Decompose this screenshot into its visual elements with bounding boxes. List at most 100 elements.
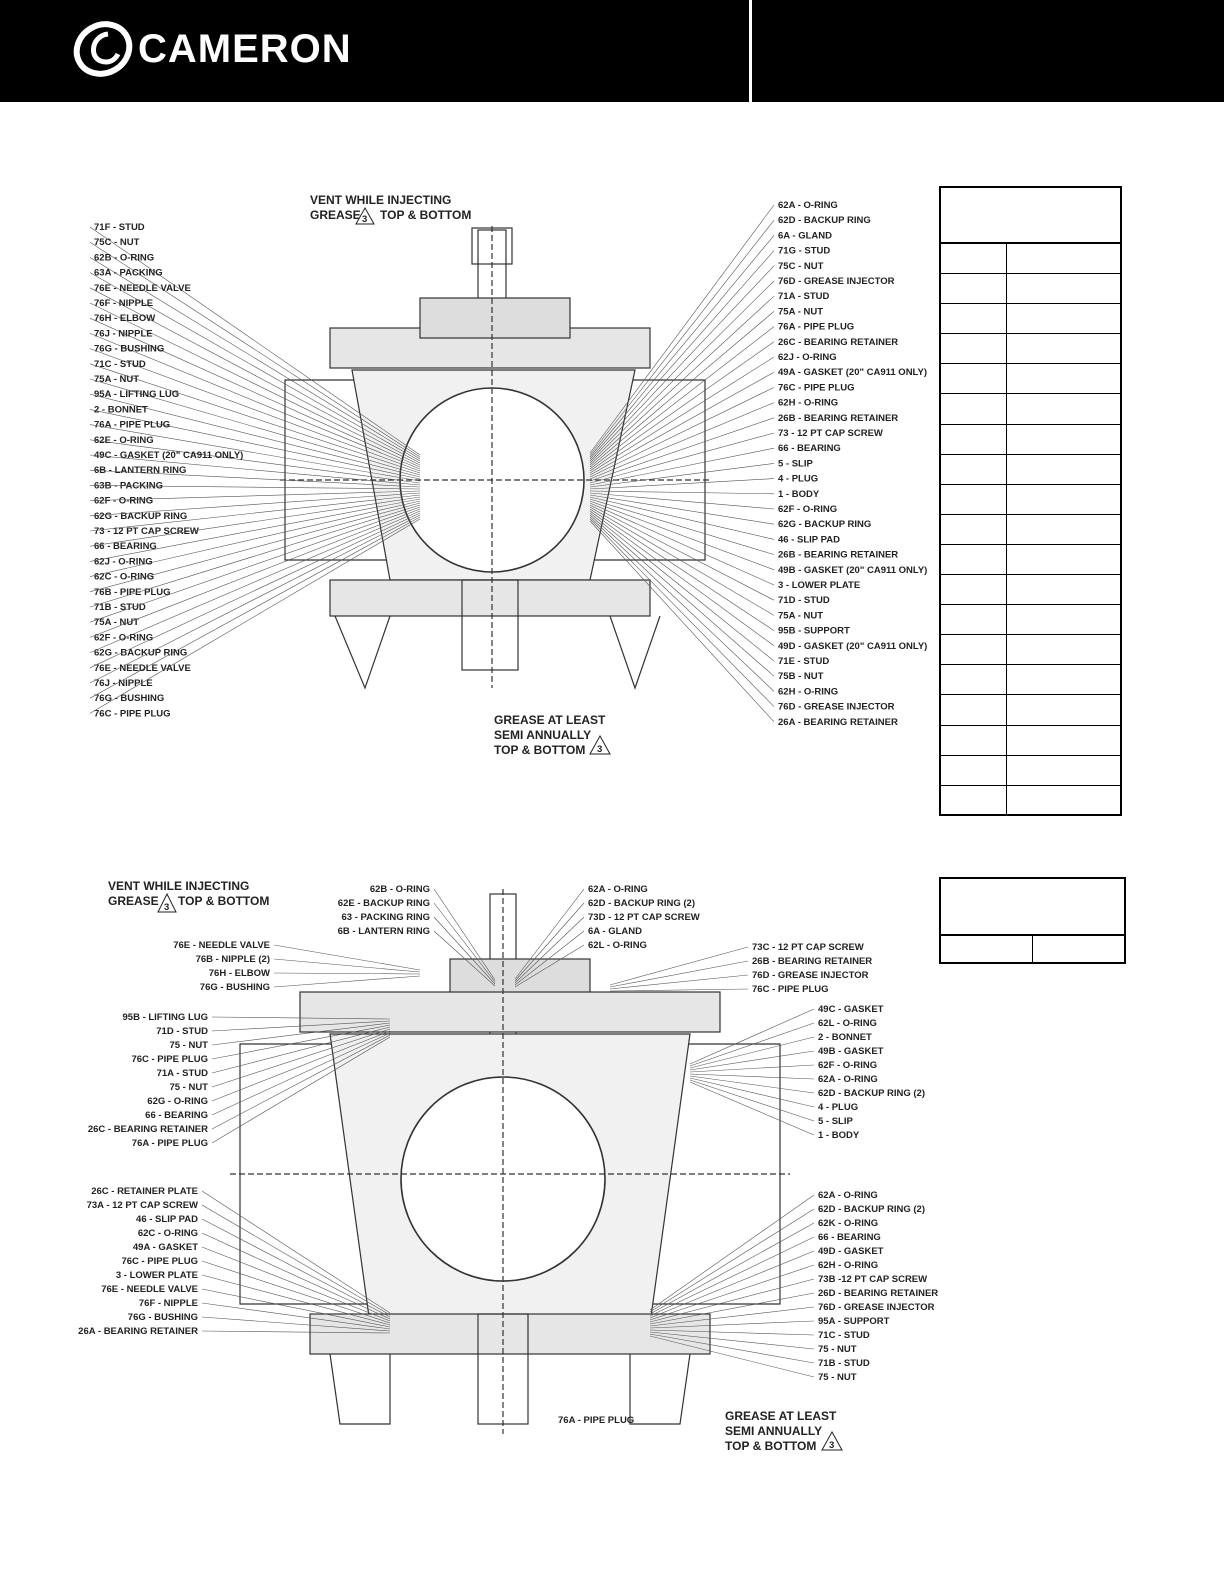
diagram2-right-low-label: 75 - NUT [818,1344,857,1355]
diagram1-left-label-leader [89,504,421,608]
diagram2-upper-left-label: 76E - NEEDLE VALVE [173,940,270,951]
diagram2-left-low-label: 76E - NEEDLE VALVE [101,1284,198,1295]
diagram2-left-low-label-leader [201,1218,391,1318]
diagram1-right-label: 76C - PIPE PLUG [778,382,855,393]
diagram1-right-label-leader [589,478,775,490]
diagram2-right-low-label-leader [649,1222,815,1315]
diagram1-left-label-leader [89,439,421,484]
diagram2-right-low-label: 49D - GASKET [818,1246,884,1257]
parts-table-1-row [941,605,1120,636]
diagram1-note-top-line3: TOP & BOTTOM [380,208,471,222]
diagram2-left-mid-label: 95B - LIFTING LUG [123,1012,209,1023]
diagram2-right-mid-label-leader [689,1079,815,1122]
diagram1-right-label: 62J - O-RING [778,352,837,363]
diagram1-left-label: 71B - STUD [94,602,146,613]
parts-table-1-row [941,544,1120,576]
diagram1-left-label-leader [89,514,421,684]
diagram2-upper-left-label-leader [273,944,421,971]
diagram1-right-label: 75A - NUT [778,610,823,621]
diagram1-left-label: 76G - BUSHING [94,344,164,355]
diagram1-left-label-leader [89,510,421,653]
diagram1-left-label-leader [89,496,421,547]
diagram1-right-label: 4 - PLUG [778,474,818,485]
diagram2-left-mid-label: 76C - PIPE PLUG [131,1054,208,1065]
diagram2-top-right-label-leader [514,930,585,986]
diagram1-left-label: 62C - O-RING [94,572,154,583]
diagram1-left-label: 76A - PIPE PLUG [94,420,170,431]
diagram2-right-mid-label-leader [689,1077,815,1108]
parts-table-1-row [941,635,1120,666]
diagram2-top-left-label-leader [433,930,496,987]
diagram2-note-bottom-line3: TOP & BOTTOM [725,1439,816,1453]
diagram2-left-mid-label: 71D - STUD [156,1026,208,1037]
diagram1-right-label-leader [589,280,775,464]
diagram1-left-label-leader [89,512,421,669]
diagram1-left-label-leader [89,287,421,464]
diagram2-top-left-label: 62E - BACKUP RING [338,898,430,909]
diagram2-right-mid-label: 62F - O-RING [818,1060,877,1071]
diagram1-right-label: 76A - PIPE PLUG [778,322,854,333]
diagram1-right-label: 71E - STUD [778,656,829,667]
parts-table-2-header [941,879,1124,936]
diagram2-right-mid-label: 2 - BONNET [818,1032,872,1043]
parts-table-1-row [941,454,1120,485]
diagram1-left-label-leader [89,257,421,460]
diagram1-left-label: 62B - O-RING [94,252,154,263]
diagram1-right-label: 66 - BEARING [778,443,841,454]
parts-table-1-row [941,665,1120,696]
diagram1-left-label-leader [89,490,421,501]
diagram1-right-label-leader [589,326,775,470]
diagram2-right-mid-label-leader [689,1050,815,1071]
diagram2-right-mid-label-leader [689,1036,815,1069]
diagram1-left-label-leader [89,272,421,462]
cameron-logo: CAMERON [72,18,352,80]
diagram1-right-label: 62H - O-RING [778,398,838,409]
parts-table-1-row [941,394,1120,425]
parts-table-1-row [941,514,1120,545]
diagram1-right-label: 26B - BEARING RETAINER [778,413,898,424]
diagram1-left-label: 6B - LANTERN RING [94,465,186,476]
diagram1-note-bottom-line1: GREASE AT LEAST [494,713,606,727]
diagram1-left-label: 71F - STUD [94,222,145,233]
diagram2-right-low-label-leader [649,1331,815,1350]
diagram1-right-label-leader [589,490,775,495]
diagram2-right-mid-label: 62D - BACKUP RING (2) [818,1088,925,1099]
diagram2-left-low-label-leader [201,1232,391,1320]
diagram1-right-label: 71D - STUD [778,595,830,606]
parts-table-1-row [941,695,1120,726]
diagram2-right-mid-label-leader [689,1022,815,1067]
diagram1-left-label: 75A - NUT [94,374,139,385]
diagram1-left-label: 71C - STUD [94,359,146,370]
diagram2-upper-left-label-leader [273,972,421,975]
diagram1-note-top-symbol: 3 [362,214,367,225]
diagram1-left-label: 76E - NEEDLE VALVE [94,663,191,674]
diagram1-right-label: 49A - GASKET (20" CA911 ONLY) [778,367,927,378]
header-divider [749,0,752,102]
diagram1-left-label: 76J - NIPPLE [94,678,153,689]
diagram2-right-low-label: 26D - BEARING RETAINER [818,1288,938,1299]
diagram1-left-label: 2 - BONNET [94,404,148,415]
diagram2-left-low-label: 49A - GASKET [133,1242,198,1253]
diagram2-right-low-label-leader [649,1335,815,1378]
diagram2-right-mid-label: 62L - O-RING [818,1018,877,1029]
diagram1-right-label-leader [589,220,775,456]
diagram1-right-label-leader [589,492,775,510]
diagram2-right-low-label: 76D - GREASE INJECTOR [818,1302,935,1313]
diagram1-right-label-leader [589,516,775,692]
diagram1-note-top-line2: GREASE [310,208,361,222]
diagram2-top-right-label: 62A - O-RING [588,884,648,895]
diagram2-left-mid-label: 26C - BEARING RETAINER [88,1124,208,1135]
diagram1-left-label: 49C - GASKET (20" CA911 ONLY) [94,450,243,461]
diagram1-right-label-leader [589,508,775,631]
diagram2-upper-left-label-leader [273,975,421,988]
diagram1-right-label-leader [589,514,775,677]
diagram2-upper-left-label-leader [273,958,421,973]
diagram1-right-label: 75C - NUT [778,261,824,272]
diagram2-upper-left-label: 76H - ELBOW [209,968,270,979]
diagram2-left-mid-label: 76A - PIPE PLUG [132,1138,208,1149]
diagram2-right-mid-label-leader [689,1081,815,1136]
diagram1-left-label-leader [89,469,421,488]
diagram1-right-label-leader [589,250,775,460]
